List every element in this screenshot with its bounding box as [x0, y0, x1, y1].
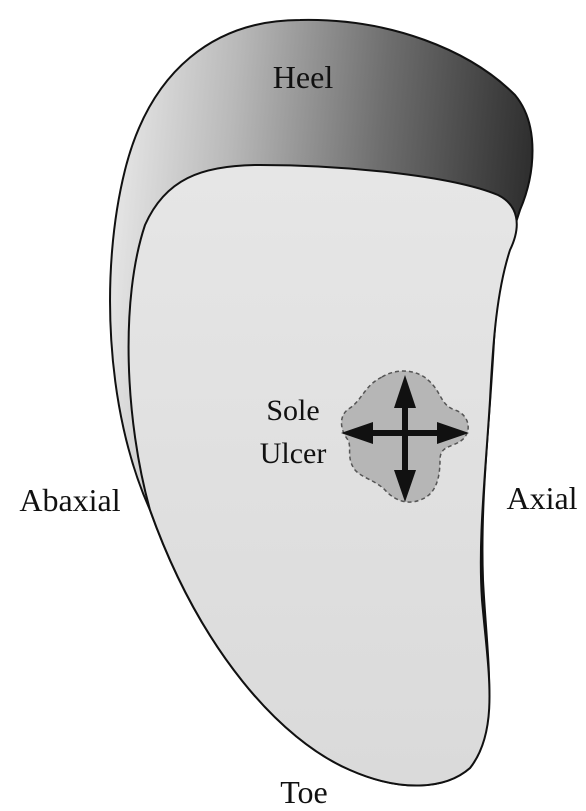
heel-label: Heel — [273, 59, 334, 95]
abaxial-label: Abaxial — [19, 482, 120, 518]
sole-surface — [129, 165, 517, 786]
toe-label: Toe — [280, 774, 328, 810]
axial-label: Axial — [506, 480, 577, 516]
sole-label-line2: Ulcer — [260, 437, 327, 470]
sole-label-line1: Sole — [266, 394, 319, 427]
